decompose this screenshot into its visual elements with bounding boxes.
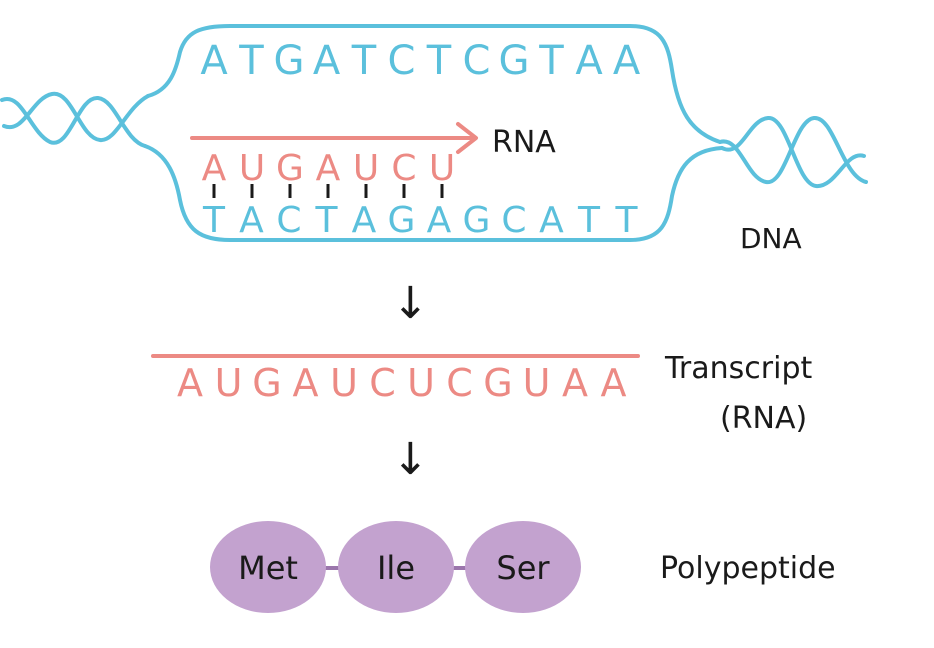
transcript-base-7: U: [407, 361, 435, 405]
dna-bottom-base-11: T: [577, 200, 601, 241]
dna-bottom-base-8: G: [463, 200, 491, 241]
amino-acid-ile: [338, 521, 454, 613]
transcript-base-12: A: [601, 361, 627, 405]
rna-arrow: [190, 122, 478, 154]
transcript-base-9: G: [483, 361, 512, 405]
amino-acid-label-met: Met: [238, 549, 298, 587]
dna-bubble-outline: [143, 24, 724, 242]
transcript-base-4: A: [293, 361, 319, 405]
dna-top-base-4: A: [313, 38, 341, 84]
dna-top-base-7: T: [426, 38, 452, 84]
transcript-label-line2: (RNA): [720, 401, 807, 436]
transcript-base-6: C: [369, 361, 396, 405]
dna-top-base-1: A: [200, 38, 228, 84]
dna-top-base-12: A: [613, 38, 641, 84]
transcript-base-11: A: [562, 361, 588, 405]
dna-bottom-base-7: A: [427, 200, 452, 241]
dna-bottom-base-12: T: [615, 200, 639, 241]
amino-acid-label-ile: Ile: [377, 549, 415, 587]
dna-helix: [0, 24, 868, 242]
amino-acid-ser: [465, 521, 581, 613]
rna-arrow-head: [456, 122, 478, 154]
rna-nascent-base-1: A: [202, 148, 227, 189]
rna-nascent-base-6: C: [391, 148, 416, 189]
dna-bottom-base-4: T: [315, 200, 339, 241]
dna-top-base-8: C: [463, 38, 491, 84]
rna-nascent-base-4: A: [316, 148, 341, 189]
dna-bottom-base-10: A: [539, 200, 564, 241]
down-arrow-2: ↓: [392, 434, 429, 485]
transcript-base-3: G: [252, 361, 281, 405]
polypeptide-chain: Met Ile Ser: [210, 521, 581, 613]
dna-left-twist-a: [0, 96, 147, 148]
transcript-base-8: C: [446, 361, 473, 405]
rna-arrow-label: RNA: [492, 125, 556, 160]
dna-bottom-base-2: A: [239, 200, 264, 241]
rna-nascent-base-5: U: [353, 148, 379, 189]
dna-top-base-10: T: [538, 38, 564, 84]
transcript-base-2: U: [215, 361, 243, 405]
dna-bottom-base-6: G: [388, 200, 416, 241]
dna-top-base-2: T: [238, 38, 264, 84]
rna-nascent-base-3: G: [276, 148, 304, 189]
dna-bottom-base-5: A: [352, 200, 377, 241]
dna-bottom-base-1: T: [202, 200, 226, 241]
dna-bottom-base-9: C: [501, 200, 526, 241]
dna-top-base-6: C: [388, 38, 416, 84]
transcript-base-5: U: [330, 361, 358, 405]
dna-bottom-base-3: C: [276, 200, 301, 241]
transcript-base-1: A: [177, 361, 203, 405]
amino-acid-met: [210, 521, 326, 613]
rna-nascent-base-2: U: [239, 148, 265, 189]
dna-label: DNA: [740, 222, 802, 255]
dna-top-base-11: A: [575, 38, 603, 84]
dna-left-twist-b: [2, 91, 150, 142]
polypeptide-label: Polypeptide: [660, 551, 836, 586]
rna-nascent-base-7: U: [429, 148, 455, 189]
amino-acid-label-ser: Ser: [496, 549, 550, 587]
down-arrow-1: ↓: [392, 278, 429, 329]
dna-right-twist-b: [720, 116, 866, 188]
dna-top-base-5: T: [351, 38, 377, 84]
base-pair-ticks: [212, 184, 444, 198]
dna-top-base-3: G: [274, 38, 305, 84]
transcript-base-10: U: [523, 361, 551, 405]
transcript-label-line1: Transcript: [664, 351, 812, 386]
dna-top-base-9: G: [499, 38, 530, 84]
